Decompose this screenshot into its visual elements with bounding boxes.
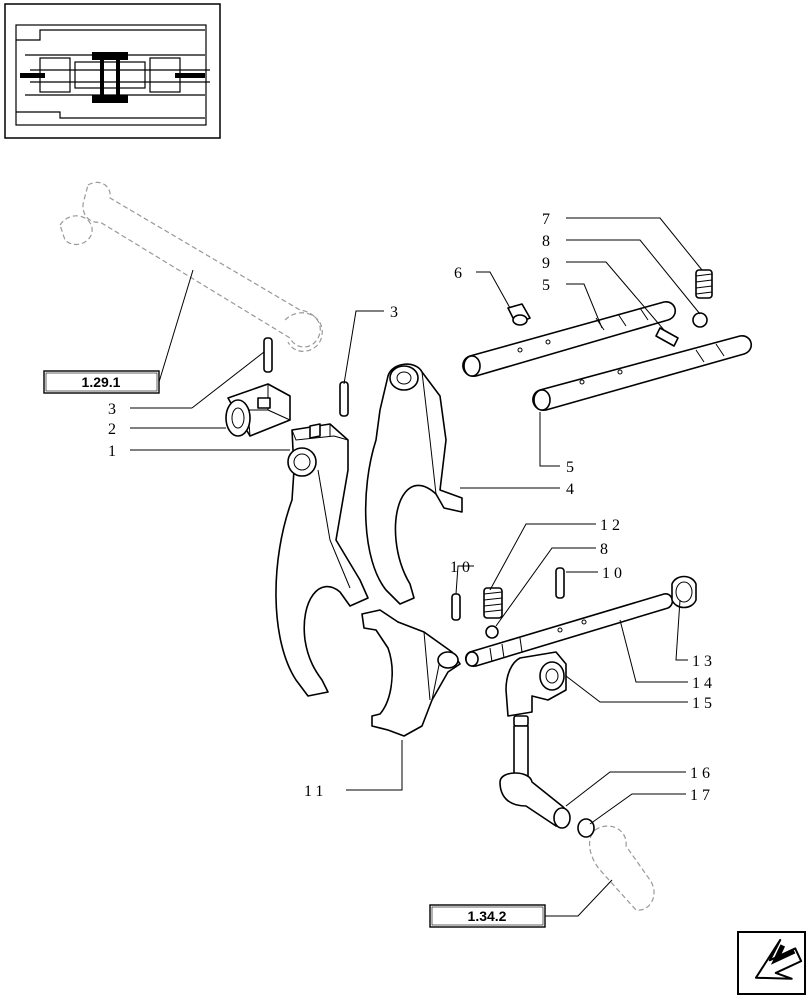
- callout-5-lower: 5: [566, 459, 578, 476]
- callout-8-lower: 8: [600, 541, 612, 558]
- callout-10-right: 10: [602, 565, 626, 582]
- ghost-upper-linkage: [59, 181, 323, 352]
- callout-8-upper: 8: [542, 233, 554, 250]
- callout-12: 12: [600, 517, 624, 534]
- transmission-locator-icon[interactable]: [4, 3, 221, 139]
- part-shift-fork-1: [275, 423, 369, 697]
- callout-2: 2: [108, 421, 120, 438]
- callout-10-left: 10: [450, 559, 474, 576]
- callout-3-left: 3: [108, 401, 120, 418]
- part-elbow-15: [505, 651, 567, 717]
- leader-lines: [130, 217, 703, 825]
- part-o-ring-17: [577, 818, 595, 838]
- part-spring-7: [695, 269, 713, 299]
- callout-13: 13: [692, 653, 716, 670]
- callout-1: 1: [108, 443, 120, 460]
- reference-label: 1.29.1: [82, 374, 121, 390]
- callout-5-upper: 5: [542, 277, 554, 294]
- callout-16: 16: [690, 765, 714, 782]
- reference-label: 1.34.2: [468, 908, 507, 924]
- part-shift-fork-11: [361, 609, 461, 737]
- part-lever-16: [499, 715, 571, 829]
- callout-7: 7: [542, 211, 554, 228]
- part-spring-12: [483, 587, 503, 619]
- callout-15: 15: [692, 695, 716, 712]
- callout-4: 4: [566, 481, 578, 498]
- part-pin-6: [507, 303, 531, 326]
- part-ring-13: [671, 575, 697, 609]
- part-pin-10-right: [555, 567, 565, 599]
- callout-labels: 3 2 1 3 4 5 5 9 8 7 6 12 8 10 10 13 14 1…: [108, 211, 716, 804]
- part-pin-10-left: [451, 593, 461, 621]
- part-shaft-5-lower: [532, 335, 752, 411]
- part-shaft-14: [464, 593, 674, 667]
- part-pin-9: [655, 327, 679, 347]
- callout-14: 14: [692, 675, 716, 692]
- callout-6: 6: [454, 265, 466, 282]
- ghost-lower-linkage: [588, 825, 655, 911]
- callout-11: 11: [304, 783, 327, 800]
- callout-17: 17: [690, 787, 714, 804]
- part-ball-8-lower: [485, 625, 499, 639]
- part-pin-3-left: [263, 337, 273, 373]
- part-block-2: [225, 383, 291, 437]
- callout-3-right: 3: [390, 304, 402, 321]
- callout-9: 9: [542, 255, 554, 272]
- arrow-back-icon: [754, 938, 803, 980]
- reference-box-1-29-1[interactable]: 1.29.1: [43, 370, 160, 394]
- reference-box-1-34-2[interactable]: 1.34.2: [429, 904, 546, 928]
- part-shift-fork-4: [364, 363, 463, 605]
- part-pin-3-right: [339, 381, 349, 417]
- part-ball-8-upper: [692, 312, 708, 328]
- part-shaft-5-upper: [462, 301, 676, 377]
- nav-back-button[interactable]: [737, 931, 806, 995]
